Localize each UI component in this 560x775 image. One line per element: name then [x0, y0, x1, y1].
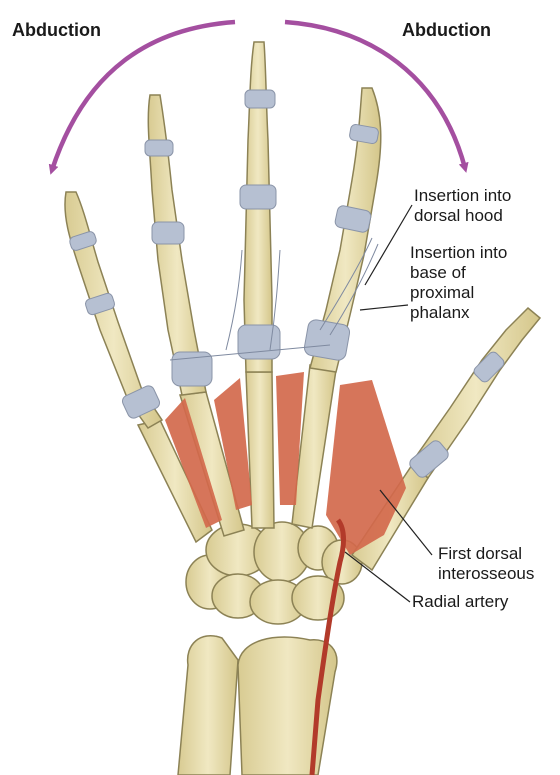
label-line: base of [410, 263, 466, 282]
insertion-proximal-phalanx-label: Insertion into base of proximal phalanx [410, 243, 507, 323]
label-line: proximal [410, 283, 475, 302]
ligament-band [151, 221, 185, 245]
finger-index [303, 87, 382, 373]
leader-line-dorsal-hood [364, 204, 413, 286]
ligament-band [349, 123, 379, 145]
leader-line-proximal-phalanx [359, 304, 409, 311]
ligament-band [237, 324, 281, 360]
radius [237, 636, 338, 775]
label-line: Insertion into [410, 243, 508, 262]
abduction-label-right: Abduction [402, 20, 491, 40]
dorsal-hood-fibers [169, 237, 379, 361]
finger-middle [237, 41, 281, 373]
leader-lines [344, 204, 433, 603]
dorsal-interosseous-3 [214, 378, 252, 510]
ligament-band [409, 440, 449, 478]
abduction-arrow-left [48, 19, 236, 175]
finger-thumb [409, 306, 542, 480]
ulna [177, 635, 239, 775]
label-line: First dorsal [438, 544, 523, 563]
insertion-dorsal-hood-label: Insertion into dorsal hood [414, 186, 511, 226]
radial-artery-label: Radial artery [412, 592, 509, 611]
label-line: Insertion into [414, 186, 512, 205]
dorsal-interosseous-4 [165, 398, 222, 528]
first-dorsal-interosseous-muscle [326, 380, 406, 555]
ligament-band [171, 351, 213, 387]
radial-artery-vessel [309, 518, 346, 775]
ligament-band [69, 231, 97, 251]
abduction-label-left: Abduction [12, 20, 101, 40]
dorsal-interossei-muscles [165, 372, 406, 555]
first-dorsal-interosseous-label: First dorsal interosseous [438, 544, 534, 584]
leader-line-first-dorsal-interosseous [379, 489, 433, 556]
label-line: dorsal hood [414, 206, 503, 225]
leader-line-radial-artery [344, 551, 411, 603]
ligament-band [85, 292, 115, 316]
ligament-band [121, 385, 161, 419]
ligament-band [144, 139, 174, 157]
finger-little [64, 191, 164, 429]
finger-ring [144, 94, 213, 396]
ligament-band [244, 89, 276, 109]
abduction-arrow-right [284, 19, 469, 173]
ligament-band [239, 184, 277, 210]
ligament-band [473, 351, 505, 383]
dorsal-interosseous-2 [276, 372, 304, 505]
forearm-bones [177, 635, 338, 775]
label-line: phalanx [410, 303, 470, 322]
ligament-band [334, 205, 372, 233]
label-line: interosseous [438, 564, 535, 583]
ligament-band [303, 319, 351, 361]
